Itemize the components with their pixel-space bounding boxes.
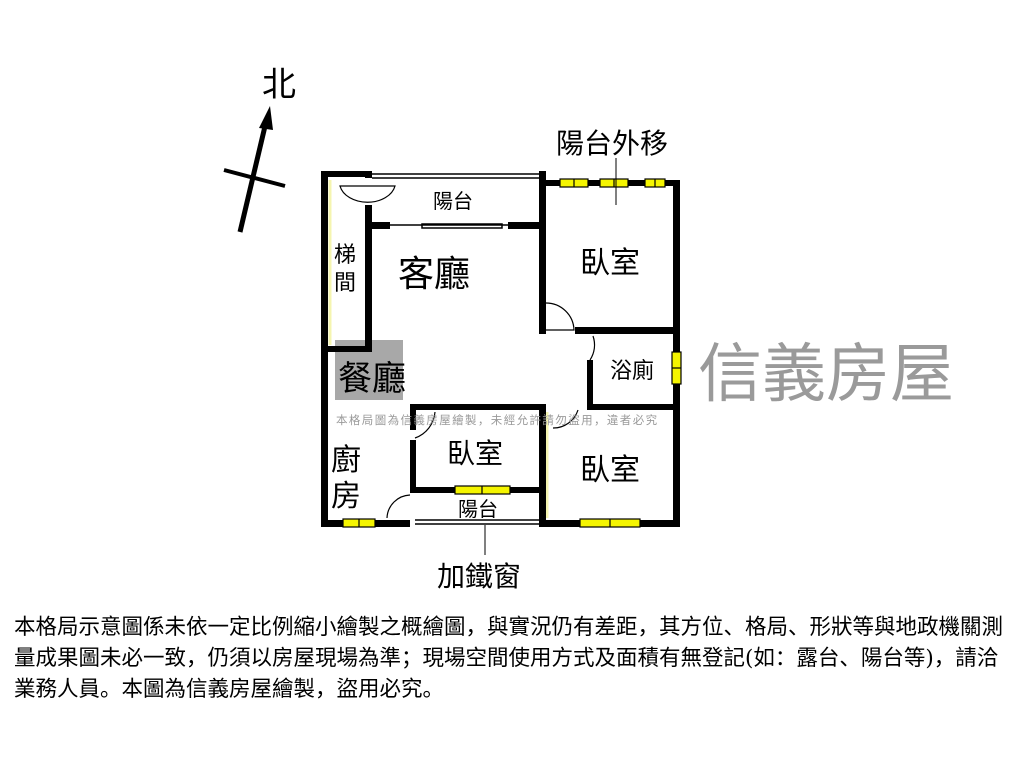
doors <box>339 185 596 519</box>
annotation-iron-window-added: 加鐵窗 <box>437 560 521 593</box>
windows <box>342 178 682 528</box>
room-label-living-room: 客廳 <box>398 254 470 295</box>
room-label-bedroom-center: 臥室 <box>447 437 503 470</box>
room-label-bathroom: 浴廁 <box>610 359 654 384</box>
room-label-stairwell: 梯 <box>334 243 356 268</box>
watermark-notice: 本格局圖為信義房屋繪製，未經允許請勿盜用，違者必究 <box>336 413 659 427</box>
thin-walls <box>372 173 540 525</box>
annotation-balcony-moved-out: 陽台外移 <box>556 127 668 160</box>
room-label-bedroom-se: 臥室 <box>580 453 640 488</box>
room-label-kitchen: 廚 <box>331 443 361 478</box>
room-label-bedroom-ne: 臥室 <box>580 246 640 281</box>
room-label-balcony-top: 陽台 <box>433 189 473 213</box>
watermark-brand: 信義房屋 <box>698 338 954 412</box>
north-arrow-icon <box>223 106 286 233</box>
room-label-stairwell-2: 間 <box>334 271 356 296</box>
room-label-kitchen-2: 房 <box>331 479 361 514</box>
north-label: 北 <box>262 65 296 105</box>
disclaimer-caption: 本格局示意圖係未依一定比例縮小繪製之概繪圖，與實況仍有差距，其方位、格局、形狀等… <box>14 615 1004 702</box>
room-label-balcony-bottom: 陽台 <box>458 497 498 521</box>
room-label-dining-room: 餐廳 <box>338 359 406 399</box>
